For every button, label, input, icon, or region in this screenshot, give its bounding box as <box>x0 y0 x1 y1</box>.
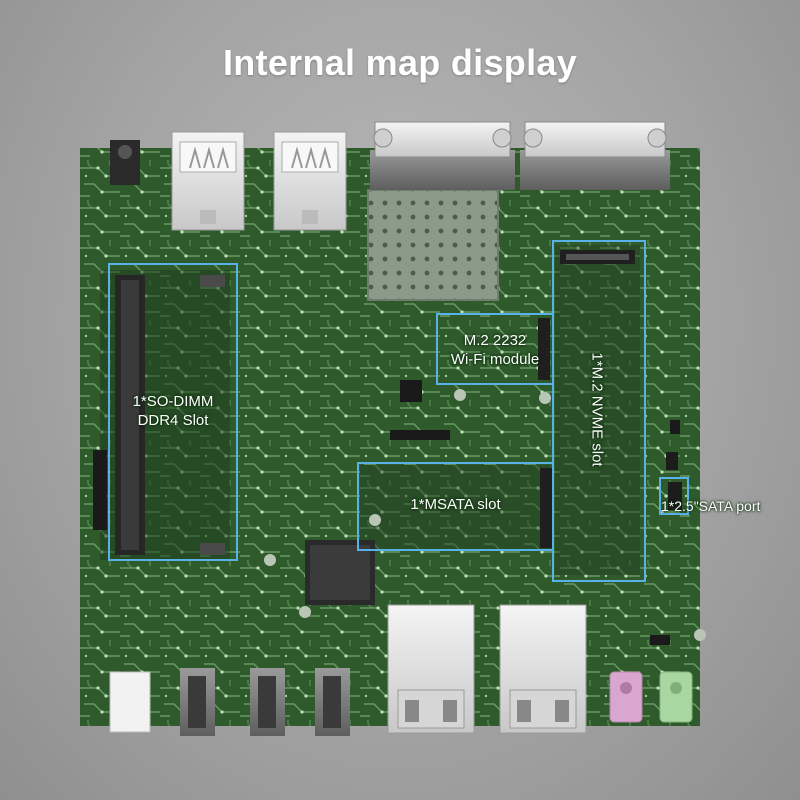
components <box>264 380 706 645</box>
callout-sodimm-line2: DDR4 Slot <box>137 412 209 429</box>
pin-header <box>93 450 107 530</box>
callout-sata <box>659 477 689 515</box>
sodimm-slot <box>115 275 225 555</box>
m2-nvme-slot <box>560 250 635 264</box>
page-title: Internal map display <box>222 42 578 83</box>
callout-sodimm-line1: 1*SO-DIMM <box>132 393 214 410</box>
callout-wifi-line2: Wi-Fi module <box>450 351 540 368</box>
bottom-connectors <box>109 604 693 736</box>
sata-connector <box>666 452 682 510</box>
msata-slot <box>540 468 552 548</box>
m2-wifi-slot <box>538 318 550 380</box>
callout-sodimm <box>108 263 238 561</box>
callout-nvme <box>552 240 646 582</box>
callout-msata <box>357 462 554 551</box>
callout-wifi-line1: M.2 2232 <box>463 332 527 349</box>
callout-wifi-label: M.2 2232 Wi-Fi module <box>436 331 554 369</box>
top-connectors <box>110 121 670 231</box>
callout-nvme-label: 1*M.2 NVME slot <box>588 352 606 467</box>
callout-sodimm-label: 1*SO-DIMM DDR4 Slot <box>108 392 238 430</box>
callout-sata-label: 1*2.5"SATA port <box>661 498 761 514</box>
callout-msata-label: 1*MSATA slot <box>410 496 501 513</box>
